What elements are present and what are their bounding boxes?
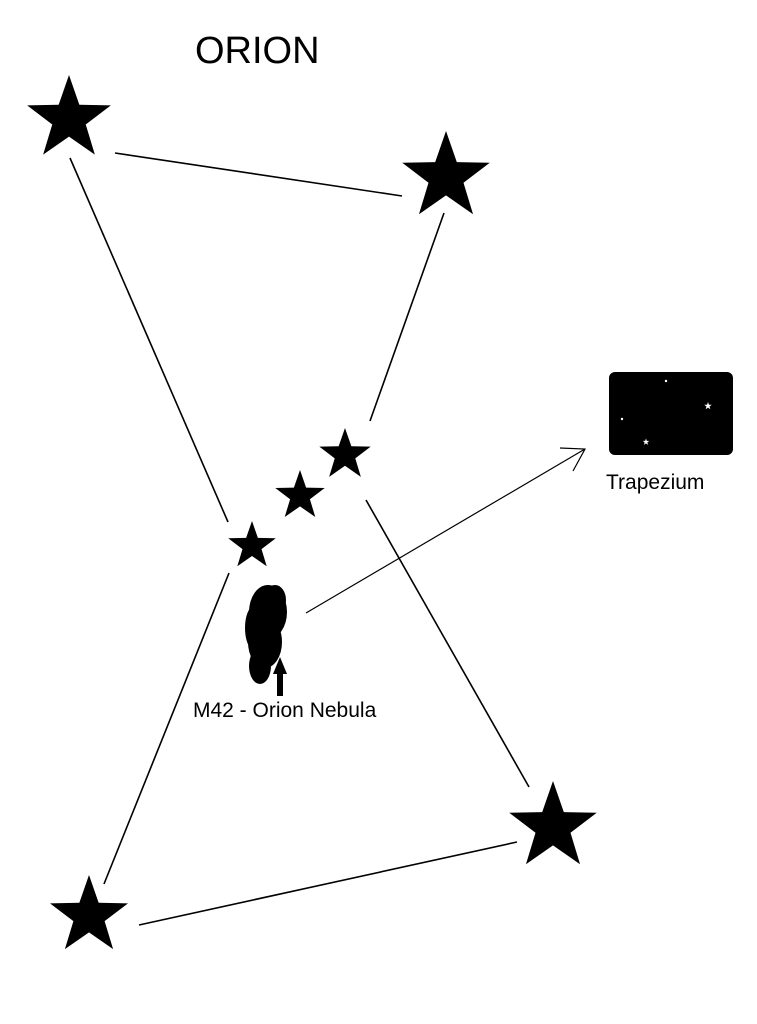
line-saiph-rigel bbox=[138, 841, 518, 926]
line-betelgeuse-alnitak bbox=[69, 157, 229, 523]
line-bellatrix-mintaka bbox=[369, 212, 445, 422]
trapezium-star-small bbox=[664, 379, 668, 383]
diagram-title: ORION bbox=[195, 30, 320, 72]
star-rigel bbox=[509, 781, 597, 865]
line-mintaka-rigel bbox=[365, 499, 530, 788]
star-alnilam bbox=[275, 470, 325, 518]
star-mintaka bbox=[319, 428, 371, 477]
constellation-lines bbox=[69, 152, 530, 926]
orion-nebula-shape bbox=[245, 585, 287, 684]
star-alnitak bbox=[228, 521, 276, 567]
line-betelgeuse-bellatrix bbox=[114, 152, 403, 197]
nebula-label: M42 - Orion Nebula bbox=[193, 699, 377, 722]
trapezium-star-small-2 bbox=[620, 417, 624, 421]
star-bellatrix bbox=[402, 131, 490, 215]
trapezium-star-2 bbox=[642, 438, 650, 445]
trapezium-star-1 bbox=[704, 402, 712, 410]
line-alnitak-saiph bbox=[103, 572, 230, 885]
nebula-arrow bbox=[273, 657, 287, 696]
pointer-arrow bbox=[305, 447, 586, 614]
trapezium-inset bbox=[609, 372, 733, 455]
stars-layer bbox=[27, 75, 597, 950]
star-betelgeuse bbox=[27, 75, 111, 155]
trapezium-label: Trapezium bbox=[606, 471, 704, 494]
star-saiph bbox=[50, 875, 128, 950]
